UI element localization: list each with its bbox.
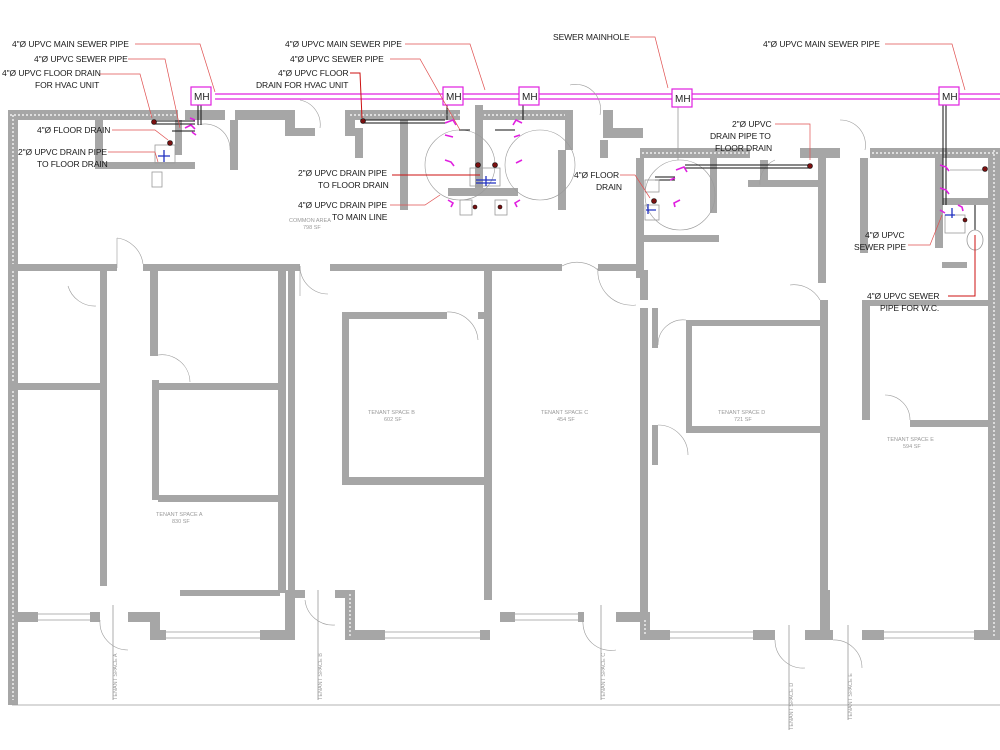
manhole-label: MH [675,94,691,105]
label-drain-pipe-right: 2"Ø UPVC [732,119,772,129]
label-wc-sewer-pipe: 4"Ø UPVC SEWER [867,291,939,301]
manhole-mh-1: MH [190,86,212,106]
windows [38,613,974,639]
svg-text:TENANT SPACE C: TENANT SPACE C [601,653,607,700]
svg-text:TENANT SPACE C: TENANT SPACE C [541,410,588,416]
manhole-label: MH [942,92,958,103]
label-drain-pipe-left: 2"Ø UPVC DRAIN PIPE [18,147,107,157]
manhole-mh-5: MH [938,86,960,106]
label-main-sewer-pipe-left: 4"Ø UPVC MAIN SEWER PIPE [12,39,129,49]
svg-text:TENANT SPACE A: TENANT SPACE A [156,512,203,518]
svg-text:TENANT SPACE D: TENANT SPACE D [718,410,765,416]
manhole-label: MH [194,92,210,103]
label-drain-to-main: 4"Ø UPVC DRAIN PIPE [298,200,387,210]
plumbing-fixtures [184,117,964,214]
room-tenant-space-e: TENANT SPACE E 594 SF [887,437,934,450]
annotations: 4"Ø UPVC MAIN SEWER PIPE 4"Ø UPVC SEWER … [2,32,940,313]
svg-text:454 SF: 454 SF [557,417,575,423]
label-drain-to-main-l2: TO MAIN LINE [332,212,388,222]
label-sewer-pipe-right-l2: SEWER PIPE [854,242,906,252]
room-labels: COMMON AREA 798 SF TENANT SPACE A 830 SF… [156,218,934,525]
svg-text:594 SF: 594 SF [903,444,921,450]
label-floor-drain-hvac-left: 4"Ø UPVC FLOOR DRAIN [2,68,101,78]
label-floor-drain-hvac-mid: 4"Ø UPVC FLOOR [278,68,349,78]
label-floor-drain-hvac-mid-l2: DRAIN FOR HVAC UNIT [256,80,348,90]
room-common-area: COMMON AREA 798 SF [289,218,331,231]
label-sewer-pipe-left: 4"Ø UPVC SEWER PIPE [34,54,128,64]
label-wc-sewer-pipe-l2: PIPE FOR W.C. [880,303,939,313]
label-floor-drain-left: 4"Ø FLOOR DRAIN [37,125,110,135]
entry-tag-c: TENANT SPACE C [600,605,607,700]
svg-text:798 SF: 798 SF [303,225,321,231]
svg-text:TENANT SPACE E: TENANT SPACE E [848,673,854,720]
svg-text:830 SF: 830 SF [172,519,190,525]
svg-text:TENANT SPACE A: TENANT SPACE A [113,653,119,700]
entry-tag-b: TENANT SPACE B [317,590,324,700]
entry-tag-d: TENANT SPACE D [788,625,795,730]
manhole-label: MH [522,92,538,103]
label-floor-drain-right-l2: DRAIN [596,182,622,192]
floor-drains [151,118,988,223]
label-drain-pipe-left-l2: TO FLOOR DRAIN [37,159,108,169]
manhole-mh-3: MH [518,86,540,106]
label-drain-pipe-mid-l2: TO FLOOR DRAIN [318,180,389,190]
room-tenant-space-c: TENANT SPACE C 454 SF [541,410,588,423]
manhole-mh-4: MH [671,88,693,108]
label-sewer-mainhole: SEWER MAINHOLE [553,32,630,42]
svg-text:TENANT SPACE D: TENANT SPACE D [789,683,795,730]
room-tenant-space-b: TENANT SPACE B 602 SF [368,410,415,423]
manhole-mh-2: MH [442,86,464,106]
svg-text:COMMON AREA: COMMON AREA [289,218,331,224]
label-main-sewer-pipe-right: 4"Ø UPVC MAIN SEWER PIPE [763,39,880,49]
label-floor-drain-right: 4"Ø FLOOR [574,170,619,180]
label-main-sewer-pipe-mid: 4"Ø UPVC MAIN SEWER PIPE [285,39,402,49]
cleanout-symbols [158,150,955,218]
manhole-label: MH [446,92,462,103]
room-tenant-space-a: TENANT SPACE A 830 SF [156,512,203,525]
main-sewer-line [215,93,1000,100]
label-drain-pipe-right-l2: DRAIN PIPE TO [710,131,771,141]
leader-lines [100,36,976,297]
svg-text:721 SF: 721 SF [734,417,752,423]
entry-tag-e: TENANT SPACE E [847,625,854,720]
label-floor-drain-hvac-left-l2: FOR HVAC UNIT [35,80,99,90]
doors [67,84,911,669]
interior-walls [12,105,990,620]
label-sewer-pipe-mid: 4"Ø UPVC SEWER PIPE [290,54,384,64]
entry-tags: TENANT SPACE A TENANT SPACE B TENANT SPA… [112,590,854,730]
entry-tag-a: TENANT SPACE A [112,605,119,700]
room-tenant-space-d: TENANT SPACE D 721 SF [718,410,765,423]
svg-text:TENANT SPACE B: TENANT SPACE B [318,653,324,700]
label-sewer-pipe-right: 4"Ø UPVC [865,230,905,240]
label-drain-pipe-right-l3: FLOOR DRAIN [715,143,772,153]
svg-text:TENANT SPACE E: TENANT SPACE E [887,437,934,443]
svg-text:TENANT SPACE B: TENANT SPACE B [368,410,415,416]
fixture-outlines [151,144,984,251]
svg-text:602 SF: 602 SF [384,417,402,423]
label-drain-pipe-mid: 2"Ø UPVC DRAIN PIPE [298,168,387,178]
